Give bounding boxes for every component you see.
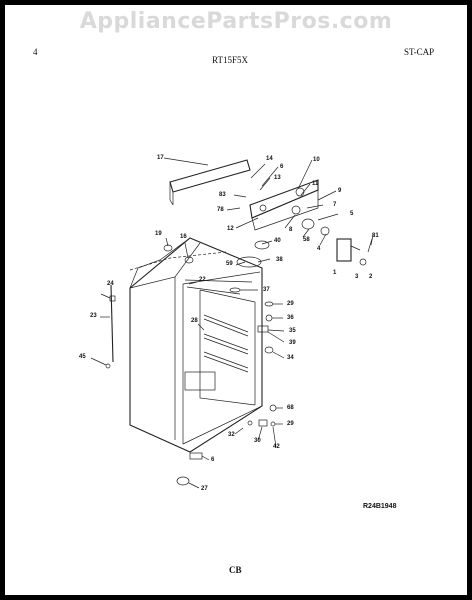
callout-38: 38 [276, 257, 283, 263]
model-number: RT15F5X [212, 55, 248, 65]
callout-78: 78 [217, 207, 224, 213]
callout-17: 17 [157, 155, 164, 161]
callout-32: 32 [228, 432, 235, 438]
callout-3: 3 [355, 274, 359, 280]
callout-42: 42 [273, 444, 280, 450]
callout-10: 10 [313, 157, 320, 163]
callout-23: 23 [90, 313, 97, 319]
callout-24: 24 [107, 281, 114, 287]
top-trim-strip [169, 159, 251, 206]
callout-6b: 6 [211, 457, 215, 463]
callout-37: 37 [263, 287, 270, 293]
callout-68: 68 [287, 405, 294, 411]
callout-34: 34 [287, 355, 294, 361]
callout-8: 8 [289, 227, 293, 233]
callout-35: 35 [289, 328, 296, 334]
callout-4: 4 [317, 246, 321, 252]
callout-12: 12 [227, 226, 234, 232]
callout-36: 36 [287, 315, 294, 321]
callout-83: 83 [219, 192, 226, 198]
hardware-parts [105, 240, 277, 486]
callout-9: 9 [338, 188, 342, 194]
callout-40: 40 [274, 238, 281, 244]
callout-81: 81 [372, 233, 379, 239]
callout-45: 45 [79, 354, 86, 360]
section-label: ST-CAP [404, 47, 435, 57]
callout-30: 30 [254, 438, 261, 444]
callout-28: 28 [191, 318, 198, 324]
callout-11: 11 [312, 181, 319, 187]
cabinet [129, 237, 263, 453]
callout-29: 29 [287, 301, 294, 307]
callout-58: 58 [303, 237, 310, 243]
leader-lines [90, 157, 374, 489]
page-number: 4 [33, 47, 38, 57]
callout-1: 1 [333, 270, 337, 276]
callout-27: 27 [201, 486, 208, 492]
callout-14: 14 [266, 156, 273, 162]
drawing-number: R24B1948 [363, 503, 397, 510]
callout-22: 22 [199, 277, 206, 283]
parts-sheet [5, 5, 467, 595]
callout-13: 13 [274, 175, 281, 181]
watermark: AppliancePartsPros.com [79, 9, 393, 34]
control-panel [249, 179, 330, 236]
callout-5: 5 [350, 211, 354, 217]
section-code: CB [229, 565, 242, 575]
callout-19: 19 [155, 231, 162, 237]
callout-6: 6 [280, 164, 284, 170]
callout-7: 7 [333, 202, 337, 208]
callout-16: 16 [180, 234, 187, 240]
relay-part [336, 238, 373, 266]
callout-29b: 29 [287, 421, 294, 427]
callout-59: 59 [226, 261, 233, 267]
callout-2: 2 [369, 274, 373, 280]
callout-39: 39 [289, 340, 296, 346]
